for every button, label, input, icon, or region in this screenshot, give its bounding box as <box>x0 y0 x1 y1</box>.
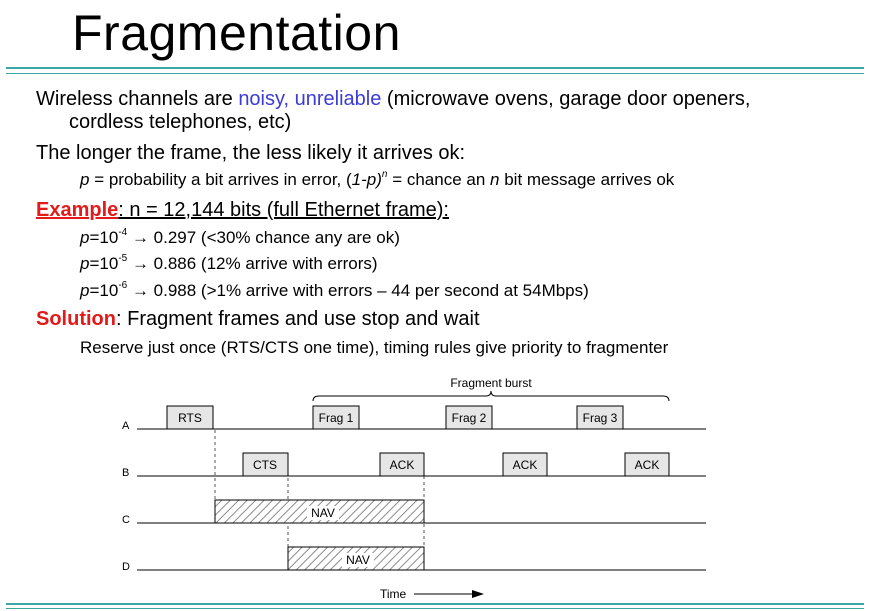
title-divider-thin <box>6 73 864 74</box>
ack3-label: ACK <box>635 458 660 472</box>
ack2-frame <box>502 452 548 477</box>
nav-c-label-bg <box>307 506 339 520</box>
time-arrow-head <box>472 590 484 598</box>
time-label: Time <box>380 587 407 601</box>
burst-label: Fragment burst <box>450 376 532 390</box>
example-label: Example <box>36 199 119 221</box>
row-label-d: D <box>122 561 130 573</box>
nav-d-label-bg <box>342 553 374 567</box>
ack2-label: ACK <box>513 458 538 472</box>
row-label-a: A <box>122 420 130 432</box>
solution-label: Solution <box>36 308 116 330</box>
row-label-b: B <box>122 467 129 479</box>
rts-frame <box>166 405 214 430</box>
ack3-frame <box>624 452 670 477</box>
solution-detail: Reserve just once (RTS/CTS one time), ti… <box>80 338 669 357</box>
nav-d-label: NAV <box>346 553 370 567</box>
frag3-label: Frag 3 <box>583 411 618 425</box>
cts-label: CTS <box>253 458 277 472</box>
example-line-2: p=10-5 → 0.886 (12% arrive with errors) <box>80 253 378 273</box>
highlight-noisy: noisy, unreliable <box>238 88 382 110</box>
frag2-frame <box>445 405 493 430</box>
ack1-frame <box>379 452 425 477</box>
frag2-label: Frag 2 <box>452 411 487 425</box>
timing-guides <box>214 430 425 548</box>
solution-heading: Solution: Fragment frames and use stop a… <box>36 308 480 330</box>
rts-label: RTS <box>178 411 202 425</box>
cts-frame <box>242 452 289 477</box>
frag3-frame <box>576 405 624 430</box>
title-divider <box>6 67 864 69</box>
ack1-label: ACK <box>390 458 415 472</box>
example-heading: Example: n = 12,144 bits (full Ethernet … <box>36 199 449 221</box>
nav-c-label: NAV <box>311 506 335 520</box>
bullet-wireless-cont: cordless telephones, etc) <box>69 111 292 133</box>
footer-divider-thin <box>6 608 864 609</box>
example-line-1: p=10-4 → 0.297 (<30% chance any are ok) <box>80 227 400 247</box>
frag1-label: Frag 1 <box>319 411 354 425</box>
burst-bracket <box>312 390 670 402</box>
probability-definition: p = probability a bit arrives in error, … <box>80 169 675 189</box>
slide-title: Fragmentation <box>72 5 401 61</box>
bullet-wireless: Wireless channels are noisy, unreliable … <box>36 88 751 110</box>
row-label-c: C <box>122 514 130 526</box>
bullet-longer-frame: The longer the frame, the less likely it… <box>36 142 466 164</box>
example-line-3: p=10-6 → 0.988 (>1% arrive with errors –… <box>80 280 589 300</box>
frag1-frame <box>312 405 360 430</box>
footer-divider <box>6 603 864 605</box>
